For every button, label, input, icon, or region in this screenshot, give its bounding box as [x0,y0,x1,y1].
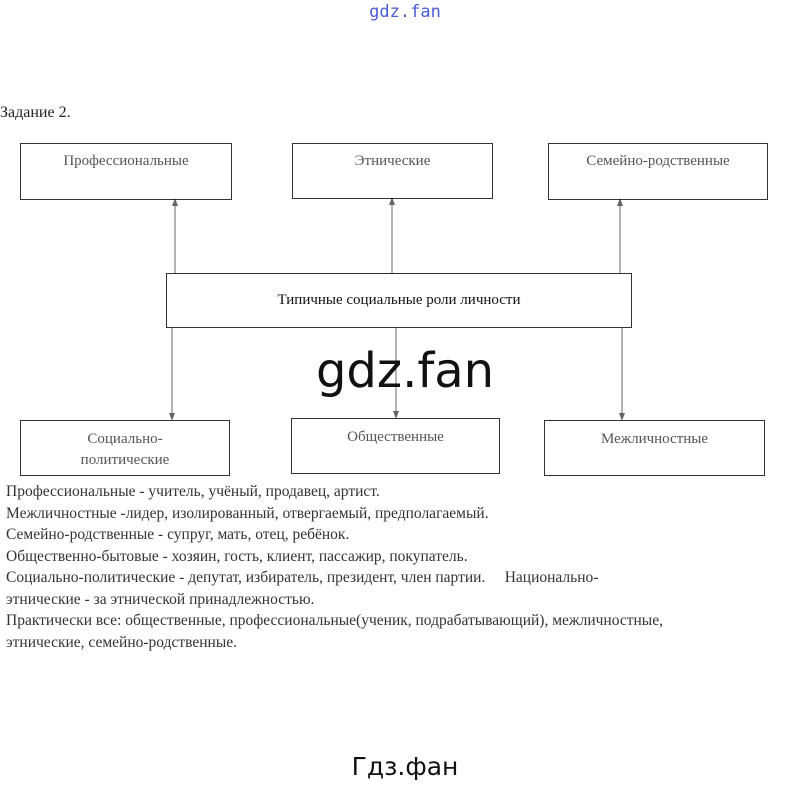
text-line: Практически все: общественные, профессио… [6,612,663,629]
box-ethnic: Этнические [292,143,493,199]
box-center: Типичные социальные роли личности [166,273,632,328]
watermark-top: gdz.fan [369,2,441,22]
text-line: Общественно-бытовые - хозяин, гость, кли… [6,547,468,565]
box-label: Общественные [347,429,444,445]
box-label: Социально-политические [80,431,170,468]
box-label: Профессиональные [63,153,189,169]
watermark-bottom: Гдз.фан [351,752,459,781]
text-line: Межличностные -лидер, изолированный, отв… [6,504,489,522]
text-line: Профессиональные - учитель, учёный, прод… [6,483,380,500]
box-label: Межличностные [600,431,709,447]
box-political: Социально-политические [20,420,230,476]
box-label: Этнические [354,153,431,169]
center-label: Типичные социальные роли личности [277,292,521,308]
text-line: этнические, семейно-родственные. [6,633,238,651]
text-line: Социально-политические - депутат, избира… [6,569,599,586]
box-label: Семейно-родственные [586,153,730,169]
task-title: Задание 2. [0,104,71,121]
box-family: Семейно-родственные [548,143,768,200]
text-line: этнические - за этнической принадлежност… [6,590,315,608]
text-line: Семейно-родственные - супруг, мать, отец… [6,526,350,543]
answer-text: Профессиональные - учитель, учёный, прод… [6,481,796,653]
watermark-center: gdz.fan [315,343,495,399]
box-public: Общественные [291,418,500,474]
box-interpersonal: Межличностные [544,420,765,476]
box-professional: Профессиональные [20,143,232,200]
